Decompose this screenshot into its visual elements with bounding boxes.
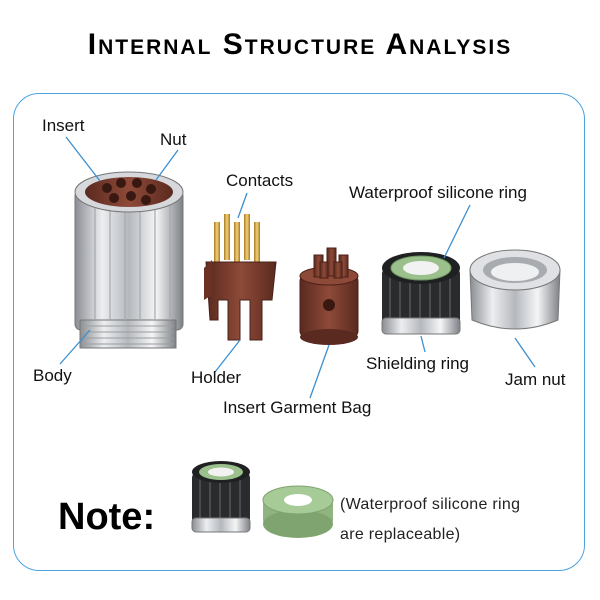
content-frame — [13, 93, 585, 571]
note-heading: Note: — [58, 496, 156, 538]
leader-lines — [59, 136, 536, 399]
shielding-ring-image — [381, 252, 461, 335]
note-line-1: (Waterproof silicone ring — [340, 496, 521, 513]
label-insert: Insert — [42, 116, 85, 135]
label-holder: Holder — [191, 368, 242, 387]
note-text: (Waterproof silicone ring are replaceabl… — [340, 490, 590, 550]
jam-nut-image — [469, 249, 561, 330]
note-shielding-ring-image — [191, 461, 251, 533]
label-contacts: Contacts — [226, 171, 294, 190]
insert-garment-bag-image — [299, 247, 359, 345]
label-jam-nut: Jam nut — [505, 370, 566, 389]
label-shielding-ring: Shielding ring — [366, 354, 470, 373]
label-insert-garment-bag: Insert Garment Bag — [223, 398, 372, 417]
holder-contacts-image — [204, 214, 277, 341]
note-line-2: are replaceable) — [340, 526, 461, 543]
page-title: Internal Structure Analysis — [87, 28, 513, 61]
label-body: Body — [33, 366, 72, 385]
note-silicone-ring-image — [262, 485, 334, 538]
body-connector-image — [74, 171, 184, 349]
label-nut: Nut — [160, 130, 187, 149]
label-waterproof-silicone-ring: Waterproof silicone ring — [349, 183, 527, 202]
